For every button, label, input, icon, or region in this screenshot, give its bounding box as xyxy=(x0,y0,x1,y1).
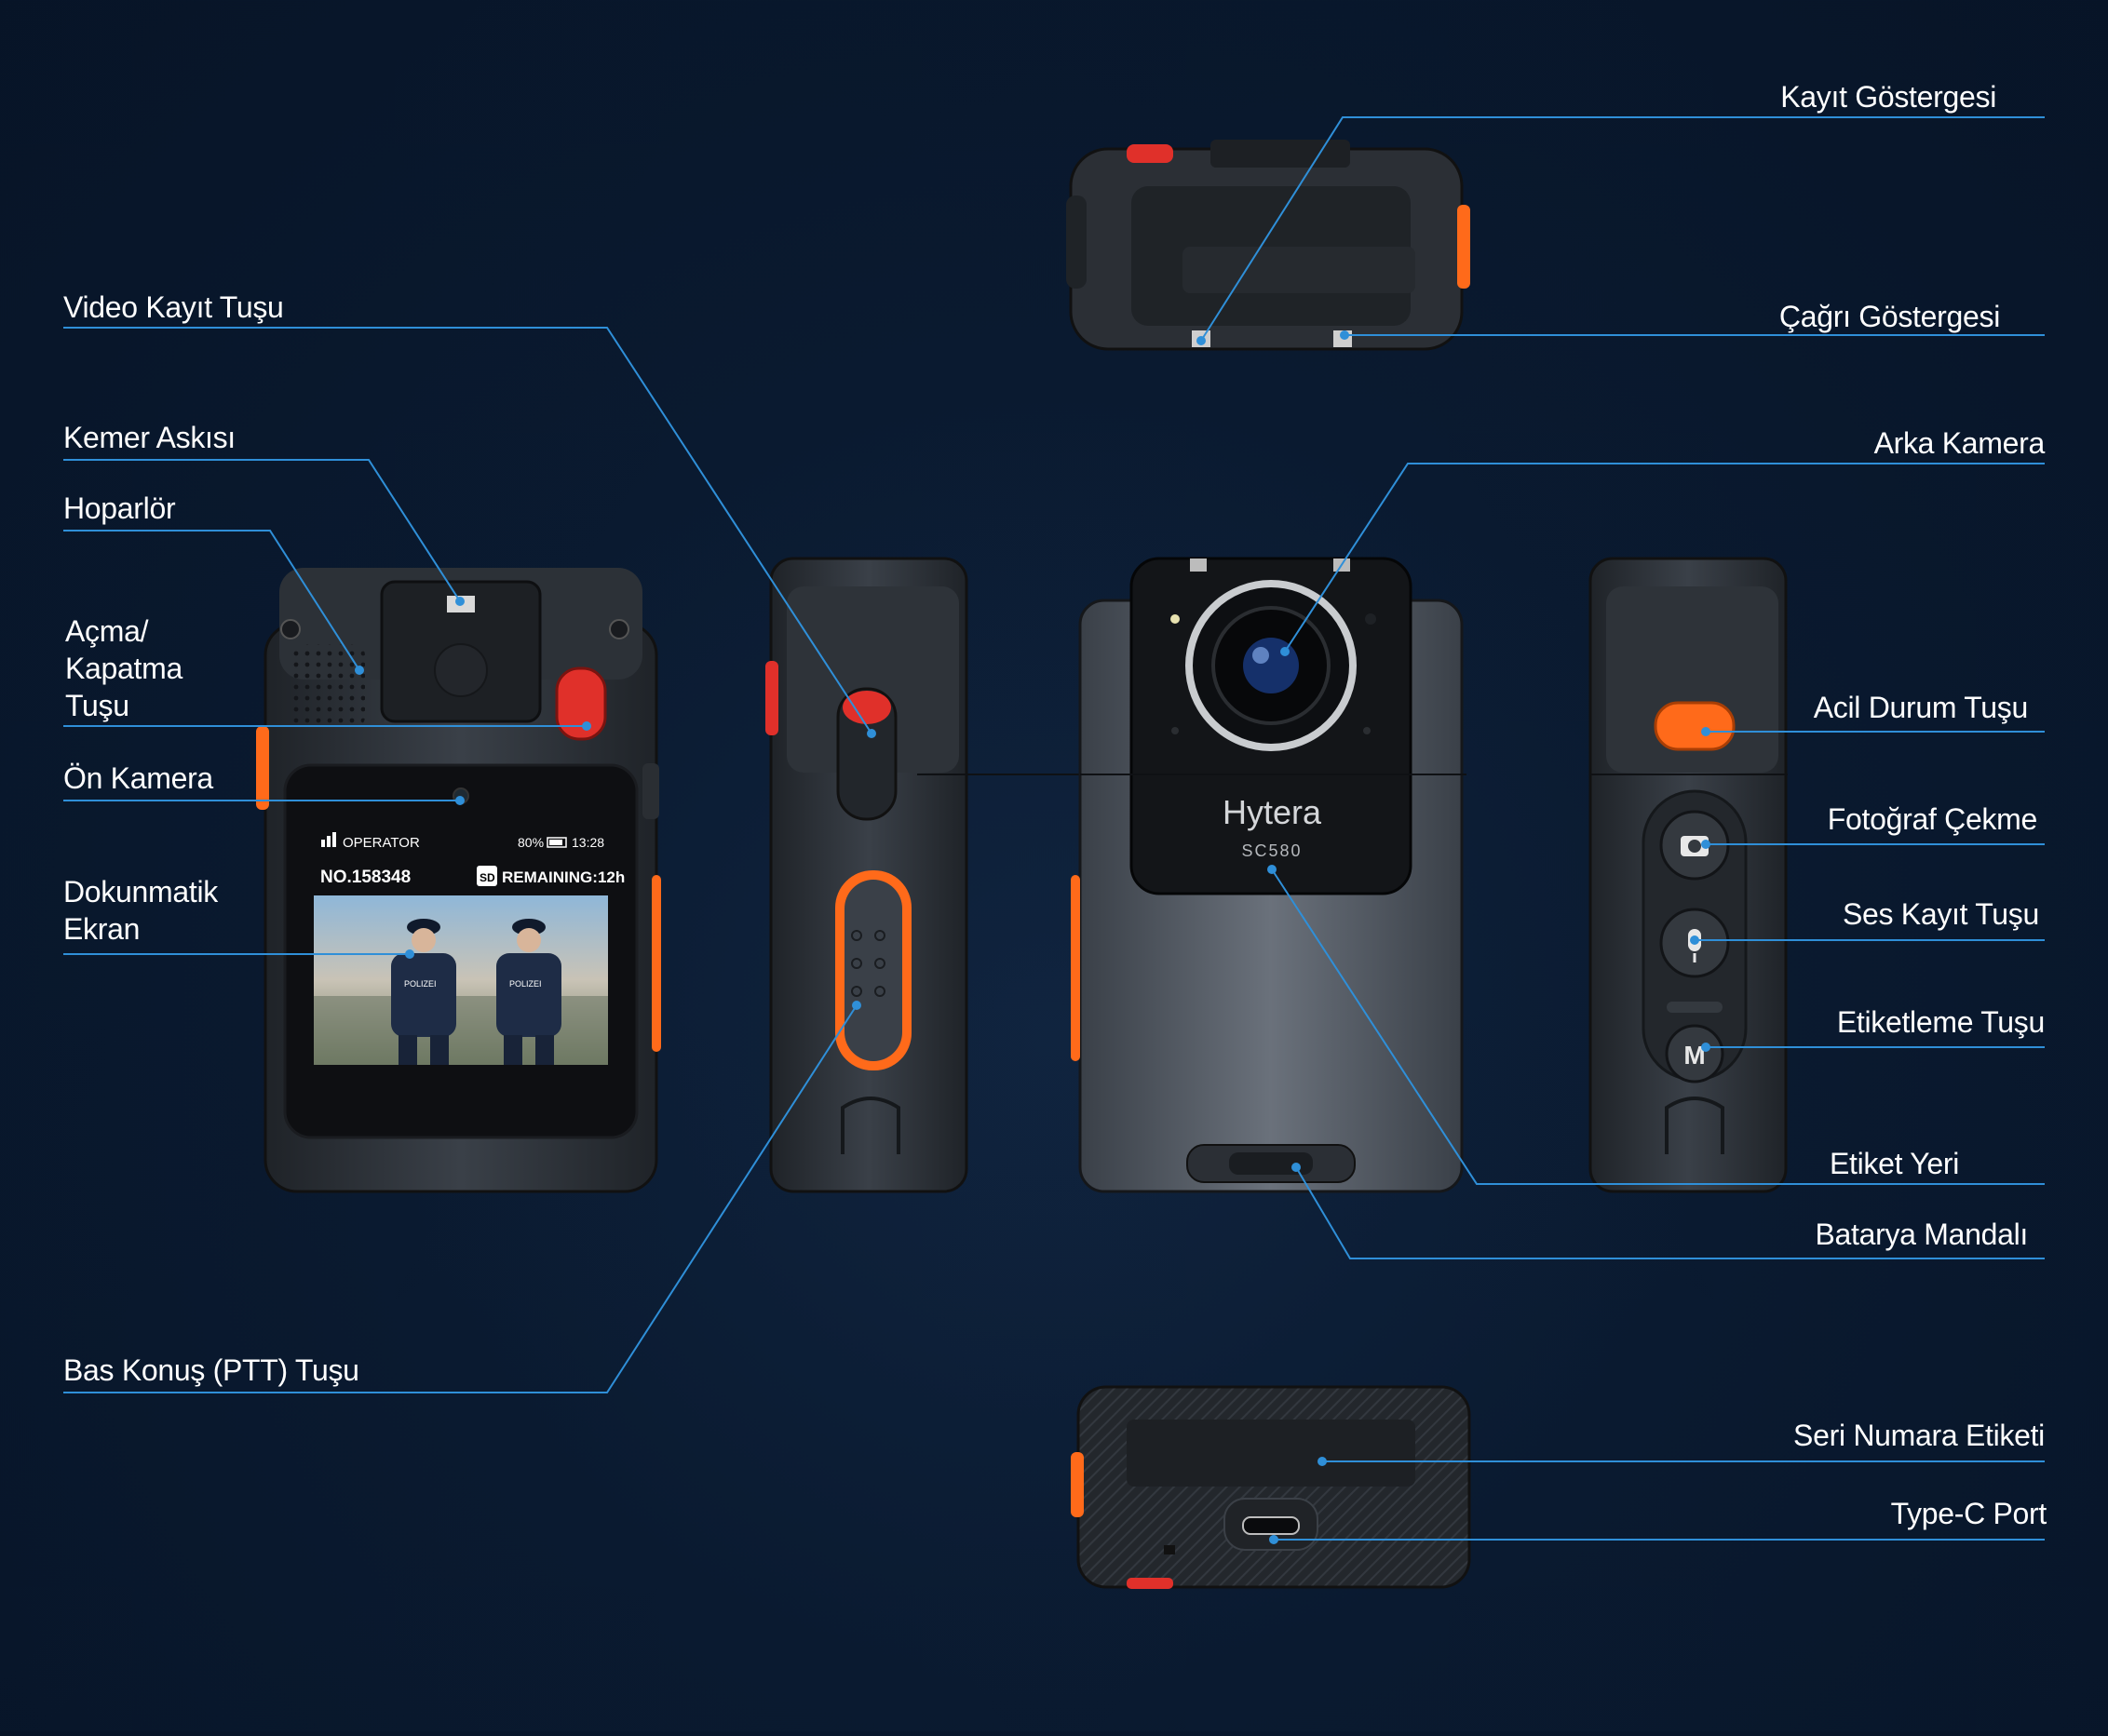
label-hoparlor: Hoparlör xyxy=(63,491,176,525)
svg-text:POLIZEI: POLIZEI xyxy=(404,979,437,989)
label-on-kamera: Ön Kamera xyxy=(63,761,213,795)
video-record-button xyxy=(843,691,891,724)
side-orange-trim-left xyxy=(256,726,269,810)
svg-text:POLIZEI: POLIZEI xyxy=(509,979,542,989)
label-seri-numara-etiketi: Seri Numara Etiketi xyxy=(1793,1419,2045,1452)
label-dokunmatik-ekran: Dokunmatik Ekran xyxy=(63,875,218,946)
speaker-grill xyxy=(291,644,365,728)
screen-sd-badge: SD xyxy=(480,871,495,884)
side-view-ptt xyxy=(765,557,1099,1193)
front-view: OPERATOR 80% 13:28 NO.158348 SD REMAININ… xyxy=(256,568,661,1193)
label-video-kayit-tusu: Video Kayıt Tuşu xyxy=(63,290,284,324)
screen-time: 13:28 xyxy=(572,835,604,850)
screen-number: NO.158348 xyxy=(320,868,411,887)
front-camera-lens xyxy=(453,787,469,804)
serial-label-area xyxy=(1127,1420,1415,1487)
call-indicator-led xyxy=(1333,330,1352,347)
back-view: Hytera SC580 xyxy=(1071,557,1466,1193)
brand-logo: Hytera xyxy=(1223,793,1322,831)
label-ses-kayit-tusu: Ses Kayıt Tuşu xyxy=(1842,897,2039,931)
label-batarya-mandali: Batarya Mandalı xyxy=(1815,1218,2028,1251)
type-c-port xyxy=(1242,1516,1300,1535)
bottom-view xyxy=(1071,1385,1471,1589)
svg-text:M: M xyxy=(1683,1041,1705,1070)
label-kayit-gostergesi: Kayıt Göstergesi xyxy=(1780,80,1996,114)
screen-operator: OPERATOR xyxy=(343,835,420,851)
label-cagri-gostergesi: Çağrı Göstergesi xyxy=(1778,300,2000,333)
label-bas-konus-tusu: Bas Konuş (PTT) Tuşu xyxy=(63,1353,359,1387)
emergency-button xyxy=(1654,701,1736,751)
label-fotograf-cekme: Fotoğraf Çekme xyxy=(1827,802,2038,836)
screen-remaining: REMAINING:12h xyxy=(502,868,625,886)
label-etiketleme-tusu: Etiketleme Tuşu xyxy=(1836,1005,2045,1039)
record-indicator-led xyxy=(1192,330,1210,347)
power-button xyxy=(555,666,607,741)
label-acil-durum-tusu: Acil Durum Tuşu xyxy=(1813,691,2029,724)
model-label: SC580 xyxy=(1241,841,1302,860)
label-kemer-askisi: Kemer Askısı xyxy=(63,421,236,454)
screen-battery: 80% xyxy=(518,835,544,850)
label-acma-kapatma-tusu: Açma/ Kapatma Tuşu xyxy=(65,614,182,722)
label-etiket-yeri: Etiket Yeri xyxy=(1829,1147,1959,1180)
top-view xyxy=(1066,140,1470,351)
label-arka-kamera: Arka Kamera xyxy=(1873,426,2046,460)
side-view-buttons: M xyxy=(1588,557,1788,1193)
label-type-c-port: Type-C Port xyxy=(1890,1497,2047,1530)
